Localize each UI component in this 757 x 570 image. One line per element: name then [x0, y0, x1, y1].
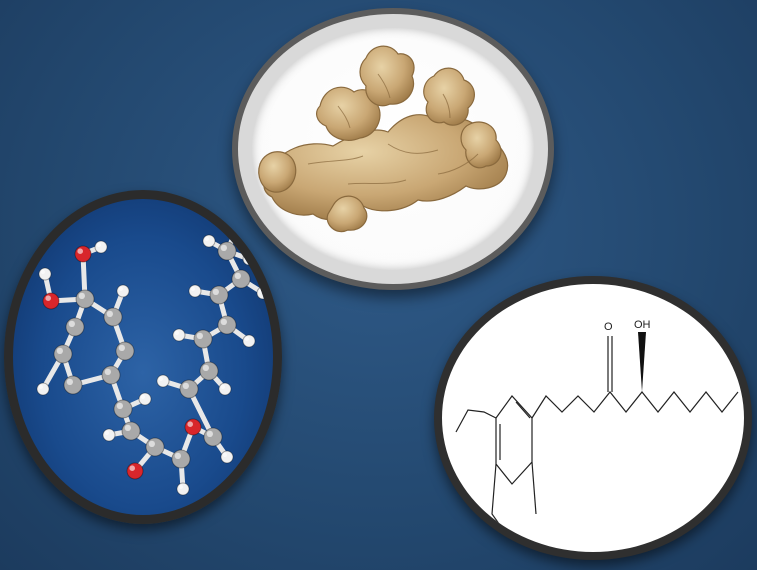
atom-highlight — [118, 344, 125, 351]
oxygen-atom — [126, 462, 144, 480]
atom-highlight — [68, 320, 75, 327]
carbon-atom — [193, 329, 213, 349]
hydrogen-atom — [38, 267, 52, 281]
ginger-root-photo-icon — [258, 45, 509, 233]
atom-highlight — [174, 330, 179, 335]
atom-highlight — [104, 368, 111, 375]
carbon-atom — [231, 269, 251, 289]
atom-highlight — [174, 452, 182, 459]
atom-highlight — [148, 440, 156, 447]
atom-highlight — [77, 248, 83, 254]
molecule-model-image — [4, 190, 282, 524]
carbon-atom — [113, 399, 133, 419]
oxygen-atom — [184, 418, 202, 436]
hydrogen-atom — [188, 284, 202, 298]
carbon-atom — [65, 317, 85, 337]
atom-highlight — [212, 288, 220, 295]
ketone-oxygen-label: O — [604, 321, 613, 333]
atom-highlight — [140, 394, 145, 399]
atom-highlight — [196, 332, 204, 339]
atom-highlight — [222, 452, 227, 457]
atom-highlight — [178, 484, 183, 489]
hydrogen-atom — [94, 240, 108, 254]
atom-highlight — [204, 236, 209, 241]
skeletal-formula-icon: O OH — [455, 319, 739, 543]
hydrogen-atom — [156, 374, 170, 388]
atom-highlight — [244, 336, 249, 341]
carbon-atom — [121, 421, 141, 441]
atom-highlight — [220, 318, 228, 325]
atom-highlight — [124, 424, 131, 431]
carbon-atom — [179, 379, 199, 399]
atom-highlight — [129, 465, 135, 472]
hydrogen-atom — [176, 482, 190, 496]
carbon-atom — [217, 315, 237, 335]
ginger-plate-image — [232, 8, 554, 290]
atom-highlight — [258, 288, 263, 293]
hydrogen-atom — [138, 392, 152, 406]
atom-highlight — [106, 310, 113, 317]
atom-highlight — [158, 376, 163, 381]
atom-highlight — [232, 224, 237, 229]
atom-highlight — [182, 382, 190, 389]
carbon-atom — [171, 449, 191, 469]
carbon-atom — [203, 427, 223, 447]
carbon-atom — [63, 375, 83, 395]
atom-highlight — [187, 421, 193, 427]
carbon-atom — [103, 307, 123, 327]
atom-highlight — [244, 254, 249, 259]
hydroxyl-label: OH — [634, 319, 651, 331]
hydrogen-atom — [230, 222, 244, 236]
hydrogen-atom — [220, 450, 234, 464]
atom-highlight — [206, 430, 214, 437]
hydrogen-atom — [172, 328, 186, 342]
atom-highlight — [40, 269, 45, 274]
atom-highlight — [38, 384, 43, 389]
hydrogen-atom — [256, 286, 270, 300]
oxygen-atom — [42, 292, 60, 310]
atom-highlight — [118, 286, 123, 291]
atom-highlight — [78, 292, 85, 299]
carbon-atom — [199, 361, 219, 381]
atom-highlight — [45, 295, 51, 301]
carbon-atom — [209, 285, 229, 305]
carbon-atom — [75, 289, 95, 309]
hydrogen-atom — [218, 382, 232, 396]
carbon-atom — [53, 344, 73, 364]
hydrogen-atom — [36, 382, 50, 396]
skeletal-structure-image: O OH — [434, 276, 752, 560]
oxygen-atom — [74, 245, 92, 263]
hydrogen-atom — [242, 334, 256, 348]
atom-highlight — [104, 430, 109, 435]
atom-highlight — [190, 286, 195, 291]
carbon-atom — [101, 365, 121, 385]
atom-highlight — [220, 244, 228, 251]
atom-highlight — [202, 364, 210, 371]
carbon-atom — [217, 241, 237, 261]
carbon-atom — [115, 341, 135, 361]
atom-highlight — [220, 384, 225, 389]
hydrogen-atom — [102, 428, 116, 442]
hydrogen-atom — [202, 234, 216, 248]
atom-highlight — [96, 242, 101, 247]
hydrogen-atom — [116, 284, 130, 298]
atom-highlight — [116, 402, 123, 409]
atom-highlight — [56, 347, 63, 354]
atom-highlight — [66, 378, 73, 385]
hydrogen-atom — [242, 252, 256, 266]
ball-and-stick-molecule-icon — [36, 222, 270, 496]
carbon-atom — [145, 437, 165, 457]
atom-highlight — [234, 272, 242, 279]
